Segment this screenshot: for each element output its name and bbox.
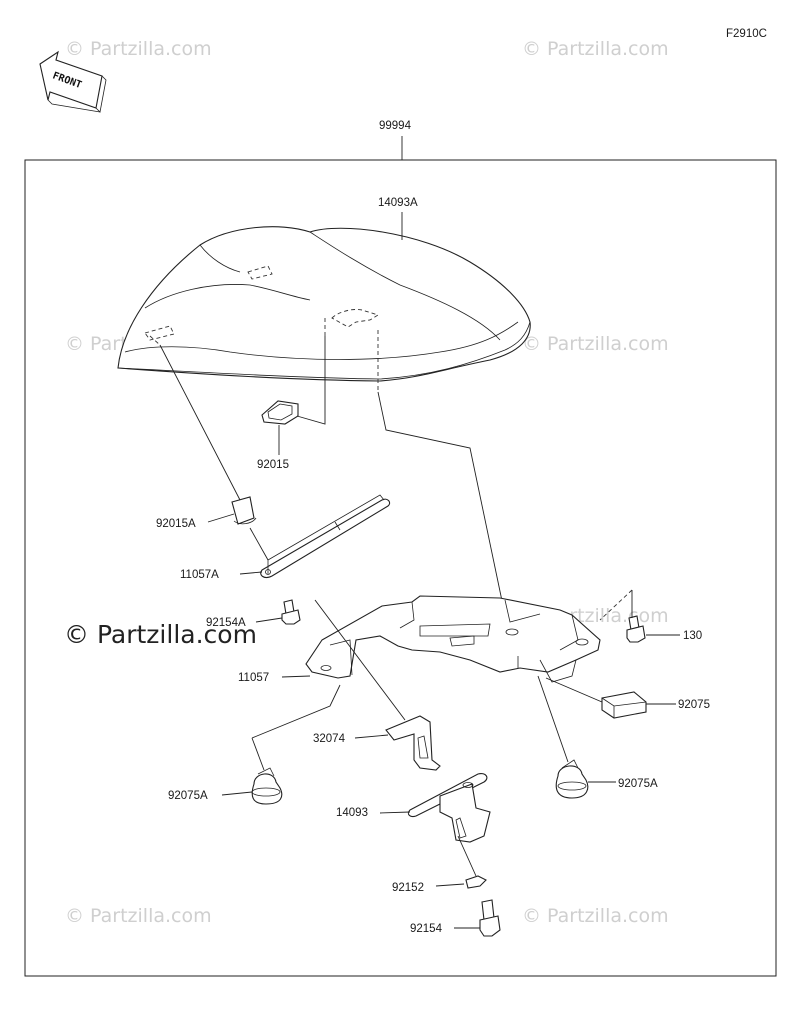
label-92075: 92075 — [678, 699, 710, 711]
label-assembly: 99994 — [379, 120, 412, 132]
foot-92075A-right — [555, 759, 589, 799]
bolt-130 — [626, 615, 646, 643]
figure-code: F2910C — [726, 28, 767, 40]
watermark-2: © Partzilla.com — [522, 38, 669, 60]
front-arrow-icon: FRONT — [39, 50, 107, 113]
label-11057A: 11057A — [180, 569, 219, 581]
watermark-1: © Partzilla.com — [65, 38, 212, 60]
bracket-11057A — [260, 494, 391, 578]
mount-bracket — [305, 595, 601, 683]
label-92154: 92154 — [410, 923, 443, 935]
watermark-4: © Partzilla.com — [522, 333, 669, 355]
label-32074: 32074 — [313, 733, 346, 745]
bolt-92154 — [479, 899, 501, 937]
pad-92075 — [601, 691, 647, 719]
washer-92152 — [465, 875, 487, 889]
label-14093: 14093 — [336, 807, 368, 819]
label-11057: 11057 — [238, 672, 269, 684]
label-92075A-left: 92075A — [168, 790, 208, 802]
watermark-main: © Partzilla.com — [64, 620, 257, 649]
watermarks: © Partzilla.com © Partzilla.com © Partzi… — [64, 38, 669, 927]
seat-cowl — [117, 226, 531, 382]
label-14093A: 14093A — [378, 197, 418, 209]
label-92075A-right: 92075A — [618, 778, 658, 790]
label-130: 130 — [683, 630, 702, 642]
label-92015A: 92015A — [156, 518, 196, 530]
assembly-frame — [24, 159, 777, 977]
watermark-7: © Partzilla.com — [522, 905, 669, 927]
lock-mount-14093 — [407, 773, 491, 843]
clip-92015 — [261, 400, 299, 425]
foot-92075A-left — [251, 767, 283, 805]
bolt-92154A — [281, 599, 301, 625]
grommet-92015A — [231, 496, 257, 525]
watermark-6: © Partzilla.com — [65, 905, 212, 927]
label-92152: 92152 — [392, 882, 424, 894]
label-92154A: 92154A — [206, 617, 246, 629]
bracket-32074 — [385, 715, 441, 771]
label-92015: 92015 — [257, 459, 289, 471]
